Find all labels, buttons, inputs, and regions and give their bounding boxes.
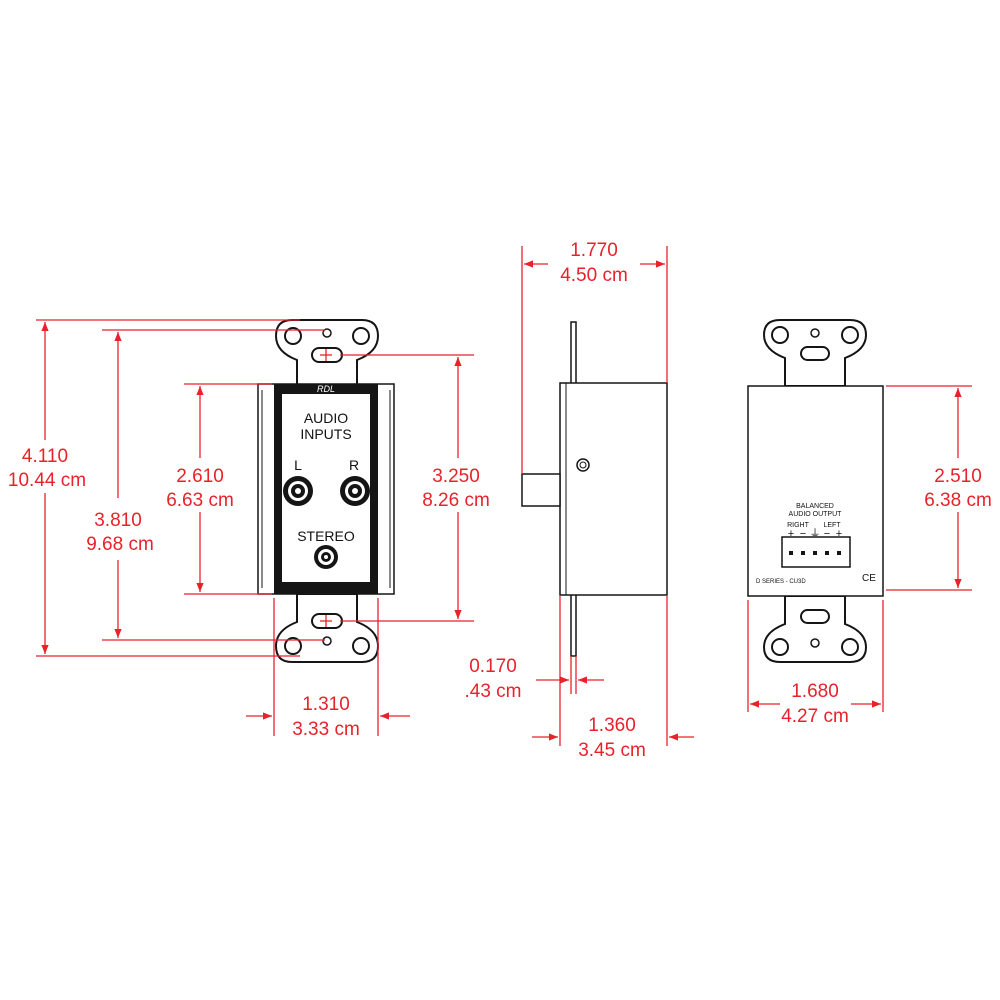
dim-back-width-cm: 4.27 cm <box>781 706 849 727</box>
stereo-minijack <box>314 545 338 569</box>
dim-panel-height-in: 2.610 <box>176 466 224 487</box>
front-bottom-screw <box>322 636 332 646</box>
back-strap-hole-bottom-right <box>841 638 859 656</box>
dim-body-height <box>340 354 474 622</box>
back-strap-bottom <box>762 595 868 663</box>
dim-strap-hole-spacing-cm: 9.68 cm <box>86 534 154 555</box>
dim-plate-thickness <box>536 656 604 694</box>
dim-total-depth-cm: 4.50 cm <box>560 265 628 286</box>
front-strap-hole-top-right <box>352 327 370 345</box>
ce-mark: CE <box>862 573 876 584</box>
dim-panel-width-in: 1.310 <box>302 694 350 715</box>
dim-plate-thickness-in: 0.170 <box>469 656 517 677</box>
back-top-slot <box>800 346 830 361</box>
dim-back-height-cm: 6.38 cm <box>924 490 992 511</box>
dim-panel-width <box>246 598 410 736</box>
back-label-line1: BALANCED <box>796 503 834 510</box>
dim-body-height-cm: 8.26 cm <box>422 490 490 511</box>
svg-text:−: − <box>824 528 830 540</box>
front-title-line1: AUDIO <box>304 410 348 426</box>
dim-panel-height <box>184 383 272 595</box>
dim-body-height-in: 3.250 <box>432 466 480 487</box>
side-body <box>559 382 668 596</box>
dim-total-depth <box>521 246 668 474</box>
front-stereo-label: STEREO <box>297 528 355 544</box>
dim-back-height-in: 2.510 <box>934 466 982 487</box>
side-view <box>521 321 668 657</box>
back-strap-hole-top-left <box>771 326 789 344</box>
dim-plate-thickness-cm: .43 cm <box>464 681 521 702</box>
dim-panel-height-cm: 6.63 cm <box>166 490 234 511</box>
rca-jack-left <box>283 476 313 506</box>
dim-box-depth <box>532 596 694 746</box>
back-left-label: LEFT <box>823 522 841 529</box>
front-right-label: R <box>349 457 359 473</box>
back-bottom-slot <box>800 609 830 624</box>
dim-strap-hole-spacing <box>102 329 325 641</box>
dim-back-width-in: 1.680 <box>791 681 839 702</box>
dim-strap-hole-spacing-in: 3.810 <box>94 510 142 531</box>
svg-text:−: − <box>800 528 806 540</box>
svg-text:⏚: ⏚ <box>810 527 821 540</box>
dim-panel-width-cm: 3.33 cm <box>292 719 360 740</box>
back-view: + − ⏚ − + <box>747 319 884 663</box>
front-title-line2: INPUTS <box>300 426 351 442</box>
front-strap-hole-bottom-left <box>284 637 302 655</box>
front-top-screw <box>322 328 332 338</box>
dim-overall-height <box>36 319 300 657</box>
rca-jack-right <box>340 476 370 506</box>
front-view <box>257 319 395 663</box>
dim-overall-height-in: 4.110 <box>22 446 68 467</box>
svg-text:+: + <box>788 528 794 540</box>
dim-box-depth-in: 1.360 <box>588 715 636 736</box>
svg-text:+: + <box>836 528 842 540</box>
dim-box-depth-cm: 3.45 cm <box>578 740 646 761</box>
back-right-label: RIGHT <box>787 522 810 529</box>
front-strap-hole-top-left <box>284 327 302 345</box>
back-strap-hole-bottom-left <box>771 638 789 656</box>
front-left-label: L <box>294 457 302 473</box>
back-label-line2: AUDIO OUTPUT <box>789 511 843 518</box>
back-model-label: D SERIES - CU3D <box>756 579 806 585</box>
side-jack-barrel <box>521 473 561 507</box>
dim-total-depth-in: 1.770 <box>570 240 618 261</box>
front-strap-hole-bottom-right <box>352 637 370 655</box>
back-strap-hole-top-right <box>841 326 859 344</box>
dim-back-width <box>747 600 884 712</box>
dim-overall-height-cm: 10.44 cm <box>8 470 86 491</box>
dim-back-height <box>886 385 972 591</box>
front-brand-logo: RDL <box>317 384 335 394</box>
